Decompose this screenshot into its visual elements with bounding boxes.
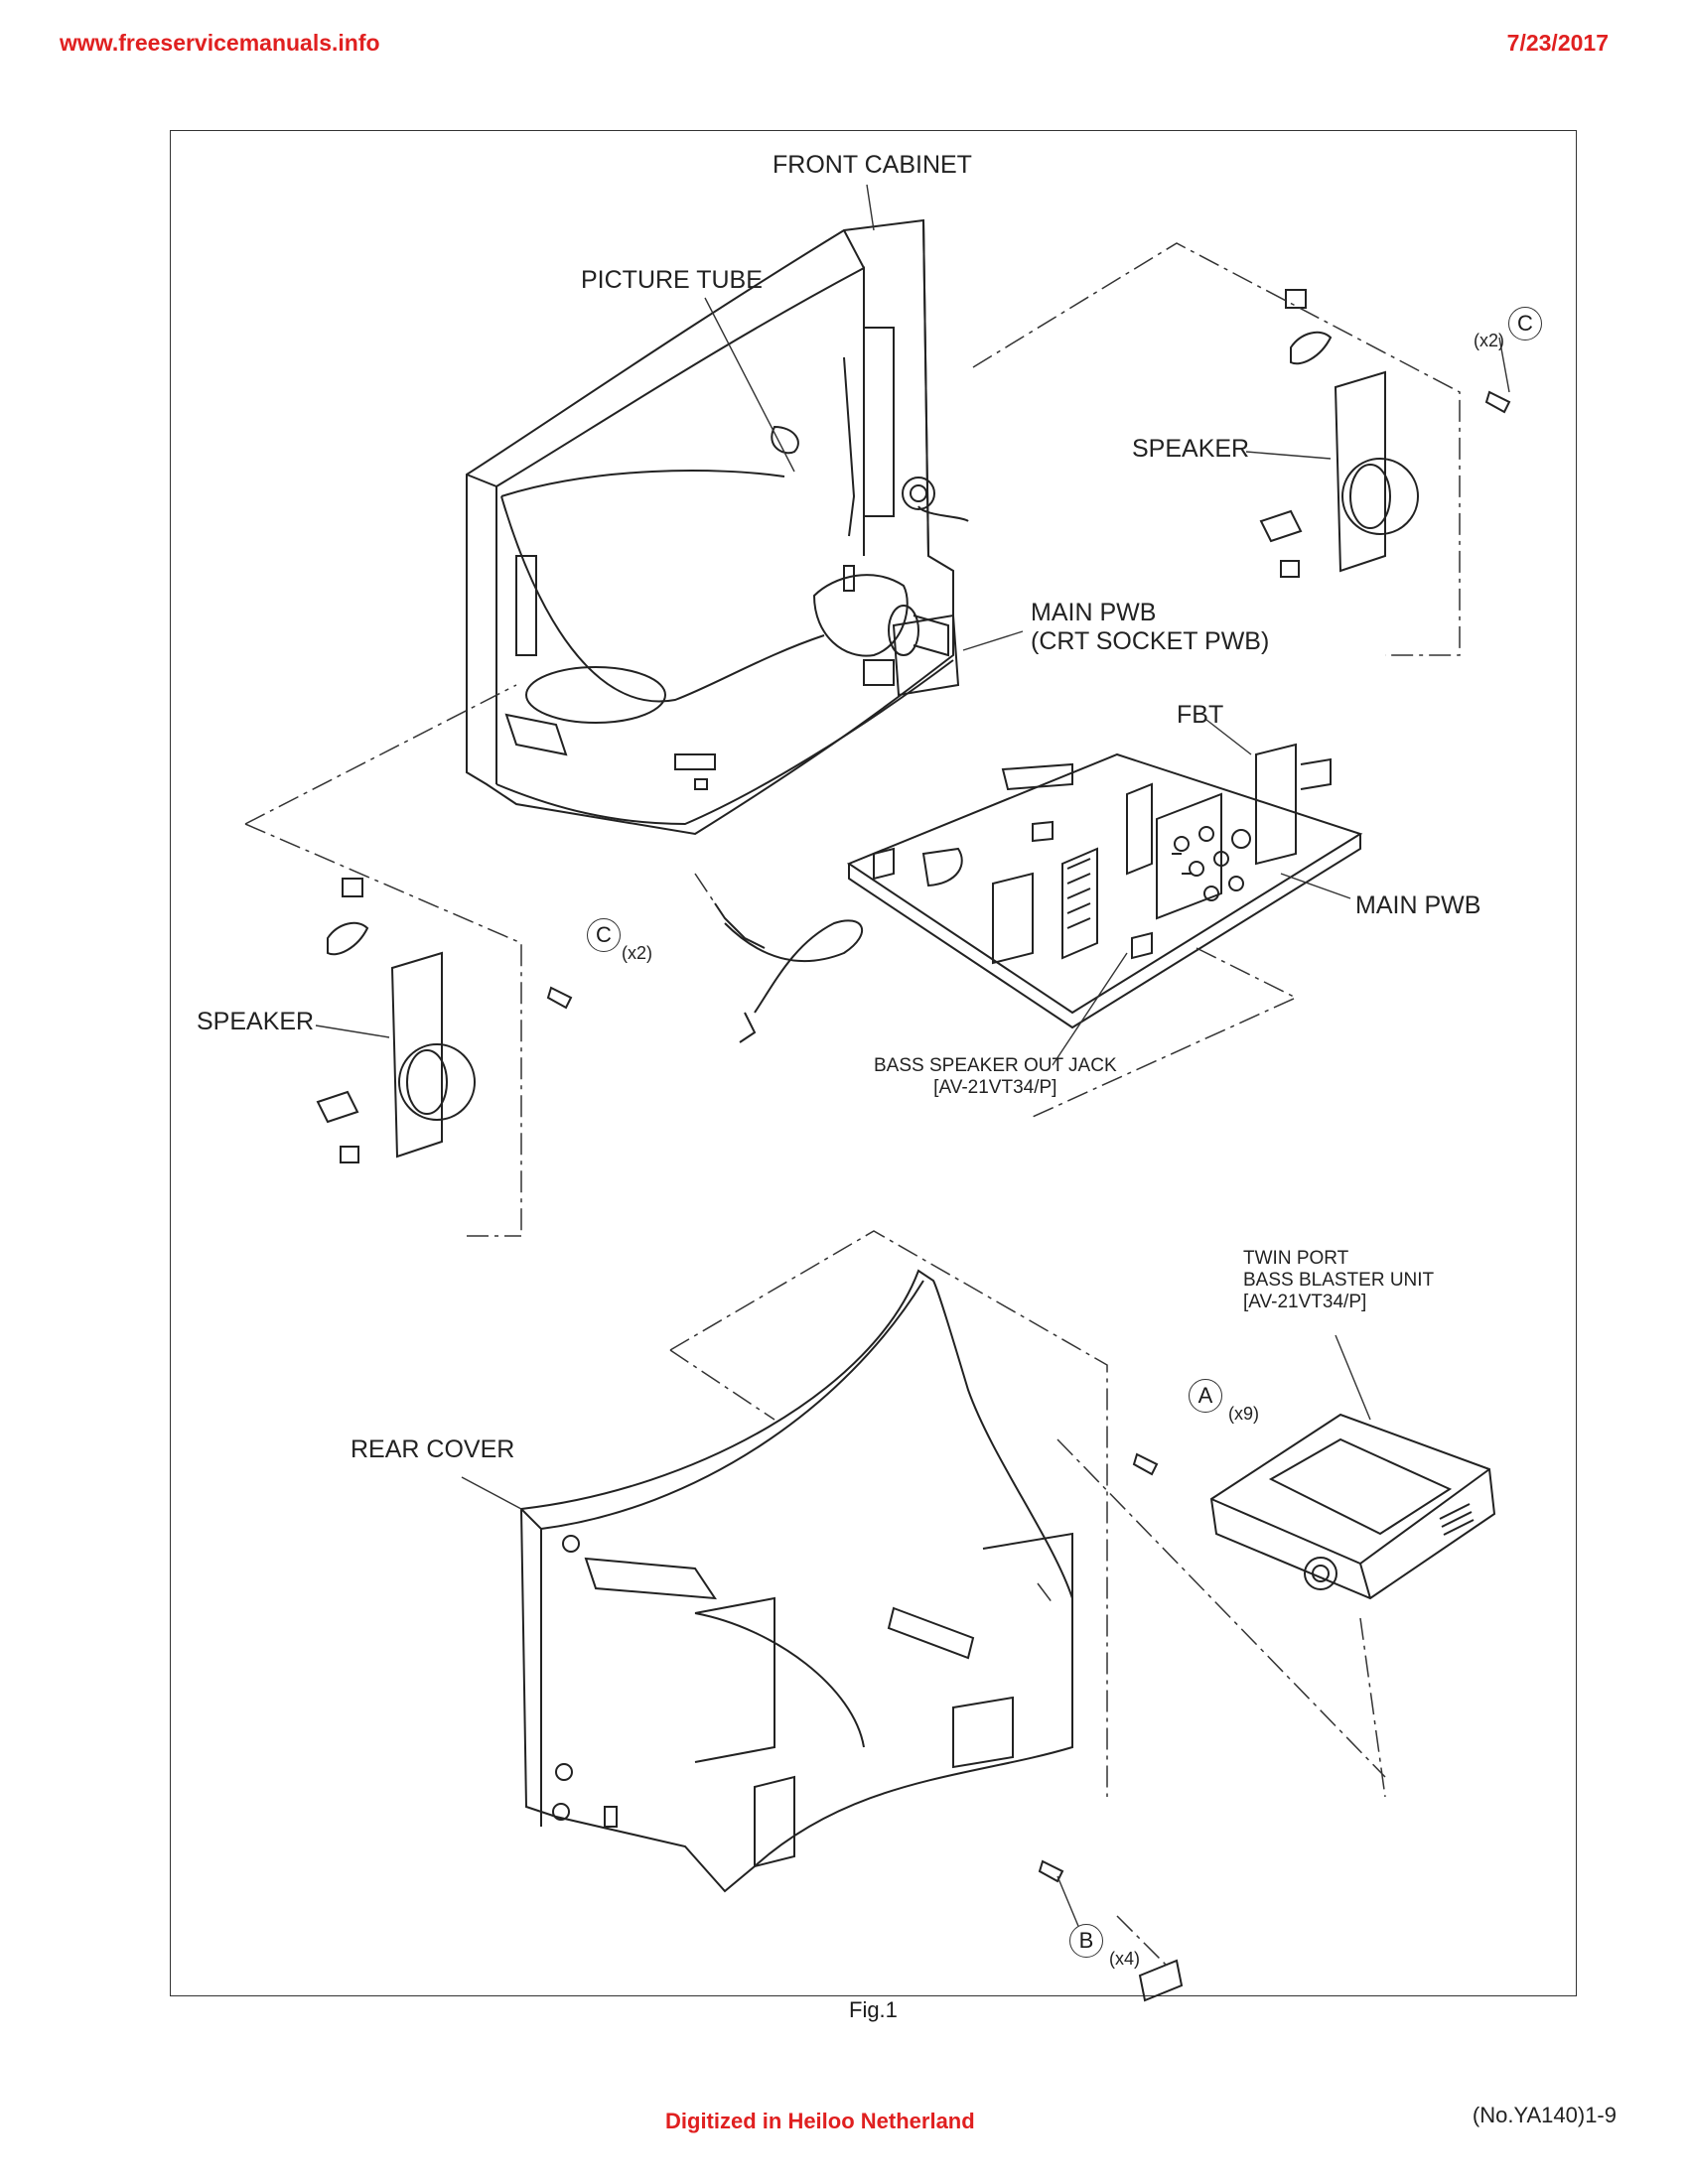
label-main-pwb-crt: MAIN PWB (CRT SOCKET PWB) <box>1031 599 1269 656</box>
screw-callout-c-right: C <box>1508 307 1542 341</box>
main-pwb-part <box>846 743 1363 1029</box>
label-twin-port: TWIN PORT BASS BLASTER UNIT [AV-21VT34/P… <box>1243 1248 1434 1313</box>
page-reference: (No.YA140)1-9 <box>1472 2103 1617 2127</box>
digitized-note: Digitized in Heiloo Netherland <box>665 2109 975 2133</box>
screw-callout-c-left: C <box>587 918 621 952</box>
site-url[interactable]: www.freeservicemanuals.info <box>60 30 380 56</box>
screw-qty-c-left: (x2) <box>622 943 652 963</box>
label-picture-tube: PICTURE TUBE <box>581 266 763 294</box>
screw-callout-a: A <box>1189 1379 1222 1413</box>
leader-lines <box>315 184 1510 1932</box>
speaker-left-part <box>316 878 573 1163</box>
figure-frame <box>170 130 1577 1996</box>
speaker-right-part <box>1259 289 1511 578</box>
label-twin-port-line3: [AV-21VT34/P] <box>1243 1291 1367 1312</box>
label-main-pwb: MAIN PWB <box>1355 891 1481 919</box>
header-date: 7/23/2017 <box>1506 30 1609 56</box>
label-bass-jack-line2: [AV-21VT34/P] <box>933 1076 1057 1098</box>
screw-qty-b: (x4) <box>1109 1949 1140 1969</box>
label-fbt: FBT <box>1177 701 1224 729</box>
label-twin-port-line2: BASS BLASTER UNIT <box>1243 1269 1435 1291</box>
label-rear-cover: REAR COVER <box>351 1435 515 1463</box>
screw-qty-a: (x9) <box>1228 1404 1259 1424</box>
screw-callout-b: B <box>1069 1924 1103 1958</box>
label-bass-jack-line1: BASS SPEAKER OUT JACK <box>874 1055 1117 1076</box>
label-main-pwb-crt-line1: MAIN PWB <box>1031 599 1157 626</box>
label-main-pwb-crt-line2: (CRT SOCKET PWB) <box>1031 626 1270 655</box>
bass-blaster-part <box>1209 1413 1496 1600</box>
label-speaker-left: SPEAKER <box>197 1008 315 1035</box>
figure-caption: Fig.1 <box>849 1997 898 2022</box>
assembly-lines <box>244 242 1461 1967</box>
front-cabinet-part <box>466 218 954 836</box>
label-speaker-right: SPEAKER <box>1132 435 1250 463</box>
picture-tube-part <box>500 356 969 724</box>
rear-cover-part <box>519 1269 1073 1893</box>
label-twin-port-line1: TWIN PORT <box>1243 1248 1349 1269</box>
label-bass-speaker-jack: BASS SPEAKER OUT JACK [AV-21VT34/P] <box>874 1055 1117 1099</box>
screw-qty-c-right: (x2) <box>1474 331 1504 350</box>
label-front-cabinet: FRONT CABINET <box>773 151 972 179</box>
